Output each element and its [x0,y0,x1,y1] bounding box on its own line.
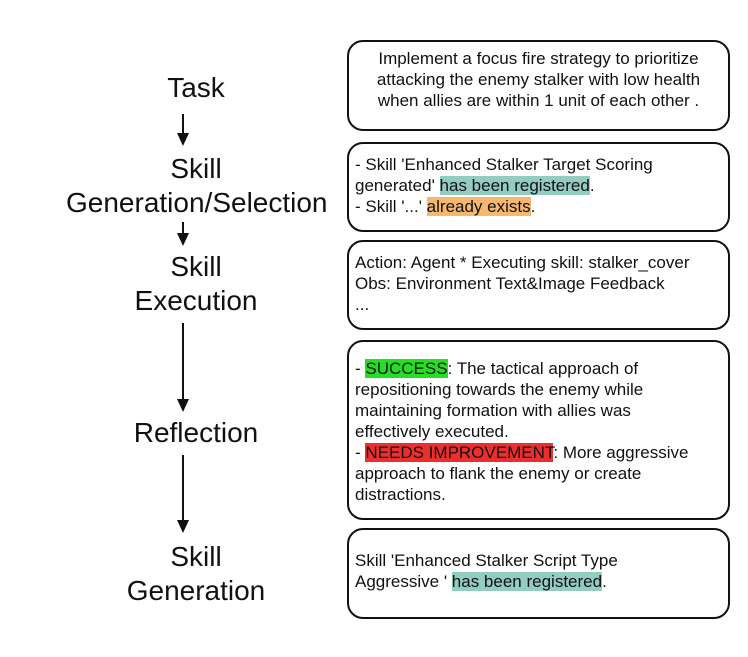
execution-observation-line: Obs: Environment Text&Image Feedback [355,274,665,293]
skill-selection-line-2-suffix: . [589,176,595,195]
reflection-improve-line-2: approach to flank the enemy or create [355,464,642,483]
stage-skill-generation-selection-line1: Skill [170,153,222,184]
skill-generation-line-2: Aggressive ' has been registered. [355,571,722,592]
skill-generation-line-2-suffix: . [602,572,607,591]
reflection-box: - SUCCESS: The tactical approach of repo… [347,340,730,520]
arrow-skill-selection-to-execution [177,222,189,246]
skill-selection-line-1: - Skill 'Enhanced Stalker Target Scoring [355,155,653,174]
execution-action-line: Action: Agent * Executing skill: stalker… [355,253,690,272]
stage-skill-execution: Skill Execution [96,250,296,318]
skill-selection-line-3: - Skill '...' already exists. [355,196,722,217]
reflection-success-prefix: - [355,359,366,378]
skill-selection-box: - Skill 'Enhanced Stalker Target Scoring… [347,142,730,232]
stage-skill-execution-line1: Skill [170,251,222,282]
stage-task-label: Task [167,72,225,103]
task-line-2: attacking the enemy stalker with low hea… [376,70,701,89]
reflection-improve-line: - NEEDS IMPROVEMENT: More aggressive [355,442,722,463]
arrow-execution-to-reflection [177,323,189,412]
skill-selection-line-3-prefix: - Skill '...' [355,197,427,216]
skill-selection-line-2: generated' has been registered. [355,175,722,196]
stage-reflection-label: Reflection [133,417,259,448]
registered-highlight-2: has been registered [451,572,603,591]
stage-skill-generation-line1: Skill [170,541,222,572]
stage-skill-generation-selection-line2: Generation/Selection [66,187,328,218]
needs-improvement-highlight: NEEDS IMPROVEMENT [365,443,554,462]
skill-selection-line-3-suffix: . [530,197,536,216]
task-box: Implement a focus fire strategy to prior… [347,40,730,131]
stage-skill-execution-line2: Execution [134,285,258,316]
reflection-success-suffix: : The tactical approach of [447,359,639,378]
task-line-3: when allies are within 1 unit of each ot… [377,91,700,110]
stage-task: Task [96,71,296,105]
stage-skill-generation-selection: Skill Generation/Selection [66,152,328,220]
reflection-success-line-3: maintaining formation with allies was [355,401,631,420]
already-exists-highlight: already exists [426,197,531,216]
skill-generation-line-2-prefix: Aggressive ' [355,572,452,591]
reflection-success-line-4: effectively executed. [355,422,509,441]
skill-execution-box: Action: Agent * Executing skill: stalker… [347,240,730,330]
stage-reflection: Reflection [96,416,296,450]
success-highlight: SUCCESS [365,359,448,378]
task-line-1: Implement a focus fire strategy to prior… [378,49,699,68]
arrow-task-to-skill-selection [177,114,189,146]
reflection-improve-line-3: distractions. [355,485,446,504]
arrow-reflection-to-skill-generation [177,455,189,533]
skill-generation-box: Skill 'Enhanced Stalker Script Type Aggr… [347,528,730,619]
reflection-improve-suffix: : More aggressive [553,443,689,462]
stage-skill-generation-line2: Generation [126,575,266,606]
stage-skill-generation: Skill Generation [96,540,296,608]
skill-generation-line-1: Skill 'Enhanced Stalker Script Type [355,551,618,570]
reflection-success-line: - SUCCESS: The tactical approach of [355,358,722,379]
execution-ellipsis-line: ... [355,295,370,314]
registered-highlight: has been registered [439,176,590,195]
reflection-improve-prefix: - [355,443,366,462]
reflection-success-line-2: repositioning towards the enemy while [355,380,644,399]
skill-selection-line-2-prefix: generated' [355,176,440,195]
